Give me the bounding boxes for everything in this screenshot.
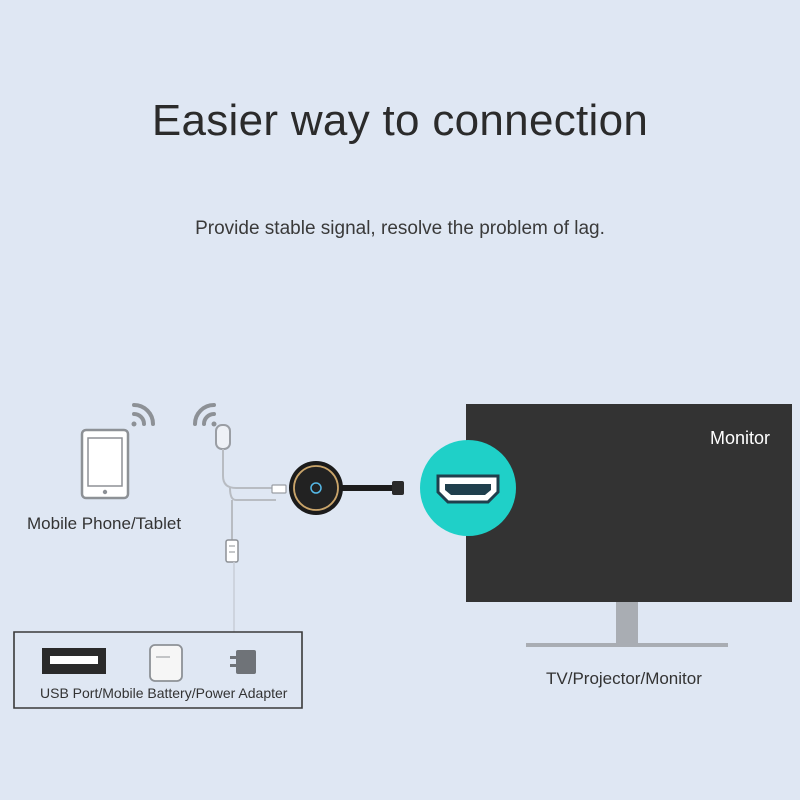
- power-adapter-icon: [230, 650, 256, 674]
- micro-usb-connector: [271, 484, 287, 494]
- wireless-dongle: [289, 461, 404, 515]
- tv-monitor: [466, 404, 792, 647]
- page-subtitle: Provide stable signal, resolve the probl…: [195, 218, 605, 239]
- power-source-panel: [13, 631, 303, 709]
- page-title: Easier way to connection: [151, 96, 649, 145]
- monitor-screen-text: Monitor: [710, 428, 771, 448]
- antenna-cable: [215, 424, 276, 540]
- wifi-signal-icon: [131, 403, 155, 427]
- display-label: TV/Projector/Monitor: [546, 669, 702, 688]
- usb-plug-icon: [225, 539, 239, 563]
- mobile-battery-icon: [149, 644, 183, 682]
- hdmi-port-icon: [420, 440, 516, 536]
- usb-port-icon: [42, 648, 106, 674]
- wifi-signal-icon: [193, 403, 217, 427]
- source-label: Mobile Phone/Tablet: [27, 514, 182, 533]
- tablet-icon: [80, 428, 130, 500]
- power-label: USB Port/Mobile Battery/Power Adapter: [40, 685, 288, 701]
